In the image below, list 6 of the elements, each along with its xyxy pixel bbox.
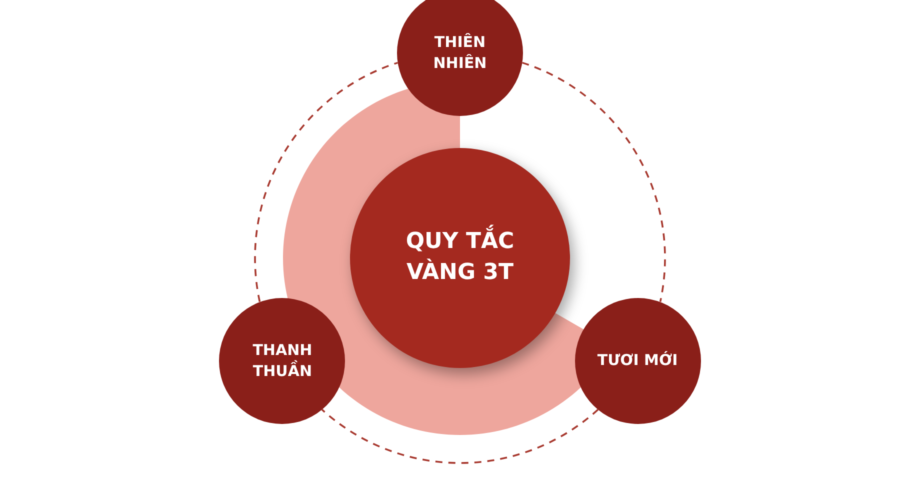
dashed-arc [254, 62, 398, 302]
topic-circle: TƯƠI MỚI [574, 298, 701, 424]
topic-circle: THIÊN NHIÊN [397, 0, 523, 116]
dashed-arc [522, 62, 666, 302]
dashed-arc [321, 408, 599, 464]
topic-circle: THANH THUẦN [219, 298, 346, 424]
